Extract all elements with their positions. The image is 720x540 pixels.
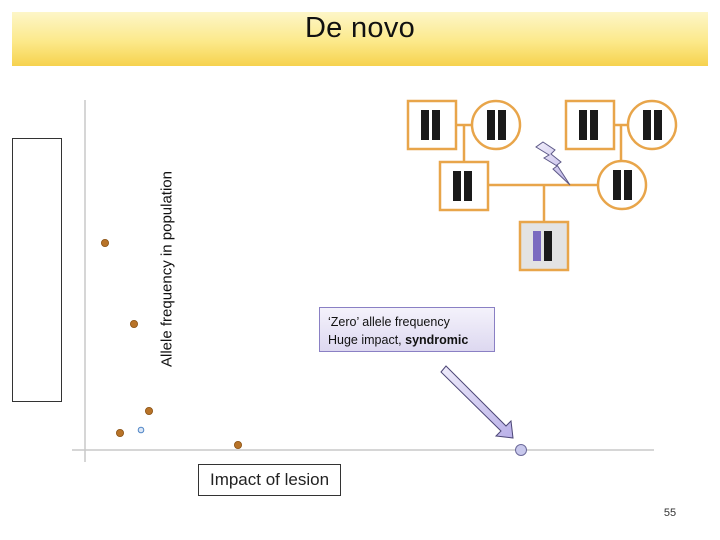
data-point-de-novo	[515, 444, 527, 456]
callout-line-2: Huge impact, syndromic	[328, 331, 494, 349]
data-point	[116, 428, 125, 437]
pedigree-mother	[596, 159, 648, 211]
pedigree-female-grandparent-1	[470, 99, 522, 151]
pedigree-male-grandparent-2	[564, 99, 616, 151]
page-number: 55	[663, 507, 677, 519]
title-bar	[12, 12, 708, 66]
x-axis-label: Impact of lesion	[198, 464, 341, 496]
lightning-bolt-icon	[535, 141, 571, 186]
data-points	[101, 238, 527, 456]
data-point	[144, 406, 153, 415]
pedigree-male-grandparent-1	[406, 99, 458, 151]
data-point-small	[137, 426, 145, 434]
pedigree-father	[438, 160, 490, 212]
callout-box: ‘Zero’ allele frequency Huge impact, syn…	[319, 307, 495, 352]
data-point	[129, 319, 138, 328]
data-point	[101, 238, 110, 247]
slide-title: De novo	[304, 12, 416, 44]
data-point	[233, 440, 242, 449]
pedigree-child-de-novo	[518, 220, 570, 272]
y-axis-label-box	[12, 138, 62, 402]
arrow-icon	[440, 365, 514, 439]
callout-line-1: ‘Zero’ allele frequency	[328, 315, 450, 329]
callout-line-2-a: Huge impact,	[328, 333, 406, 347]
callout-line-2-b: syndromic	[405, 333, 469, 347]
pedigree-female-grandparent-2	[626, 99, 678, 151]
pedigree-lines	[456, 123, 628, 222]
